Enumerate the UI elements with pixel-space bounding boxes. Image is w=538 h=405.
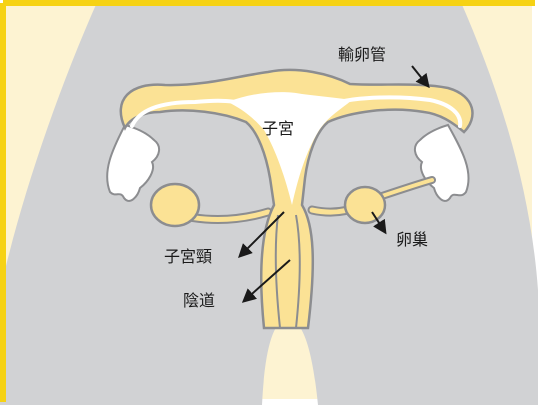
- uterus-label: 子宮: [262, 119, 294, 138]
- right-ovary: [345, 187, 385, 223]
- cervix-label: 子宮頸: [164, 247, 212, 266]
- ovary-label: 卵巢: [396, 230, 428, 249]
- left-ovary: [151, 184, 199, 226]
- fallopian-tube-label: 輸卵管: [338, 45, 386, 64]
- vagina-label: 陰道: [183, 291, 215, 310]
